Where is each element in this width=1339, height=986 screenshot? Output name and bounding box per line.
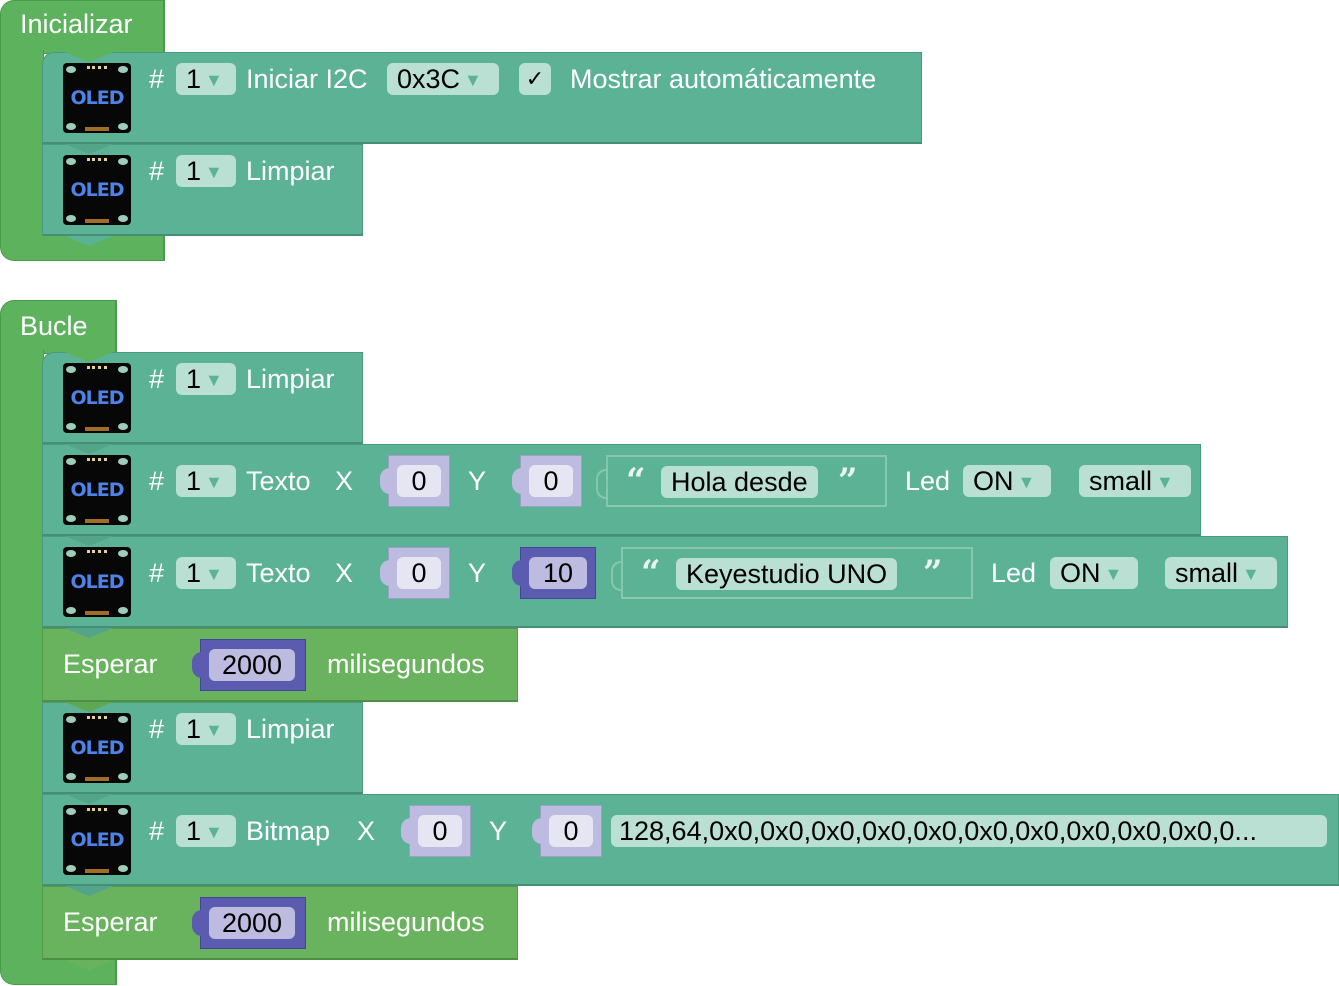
i2c-address-dropdown[interactable]: 0x3C▼ [387, 63, 499, 95]
display-index-dropdown[interactable]: 1▼ [176, 363, 236, 395]
led-dropdown[interactable]: ON▼ [963, 465, 1051, 497]
dropdown-arrow-icon: ▼ [1017, 472, 1036, 492]
hash-label: # [149, 558, 165, 588]
x-number-block[interactable]: 0 [401, 805, 471, 857]
open-quote-icon: “ [641, 553, 661, 593]
setup-title: Inicializar [20, 9, 133, 39]
hash-label: # [149, 466, 165, 496]
auto-show-label: Mostrar automáticamente [570, 64, 877, 94]
wait-block[interactable]: Esperar 2000 milisegundos [42, 628, 518, 702]
clear-label: Limpiar [246, 364, 335, 394]
font-size-dropdown[interactable]: small▼ [1079, 465, 1191, 497]
hash-label: # [149, 156, 165, 186]
y-label: Y [468, 558, 487, 588]
dropdown-arrow-icon: ▼ [205, 70, 223, 90]
y-number-block[interactable]: 0 [512, 455, 582, 507]
loop-title: Bucle [20, 311, 88, 341]
display-index-dropdown[interactable]: 1▼ [176, 815, 236, 847]
delay-number-block[interactable]: 2000 [192, 639, 306, 691]
x-number-block[interactable]: 0 [380, 455, 450, 507]
wait-label: Esperar [63, 649, 158, 679]
led-label: Led [991, 558, 1037, 588]
dropdown-arrow-icon: ▼ [205, 370, 223, 390]
hash-label: # [149, 64, 165, 94]
x-label: X [357, 816, 376, 846]
text-value-field[interactable]: Keyestudio UNO [676, 558, 898, 590]
dropdown-arrow-icon: ▼ [205, 162, 223, 182]
text-string-block[interactable]: “ Hola desde ” [596, 455, 887, 507]
text-label: Texto [246, 466, 311, 496]
led-dropdown[interactable]: ON▼ [1050, 557, 1138, 589]
display-index-dropdown[interactable]: 1▼ [176, 63, 236, 95]
dropdown-arrow-icon: ▼ [1156, 472, 1174, 492]
close-quote-icon: ” [838, 461, 858, 501]
oled-display-icon: OLED [63, 455, 131, 525]
bitmap-label: Bitmap [246, 816, 331, 846]
dropdown-arrow-icon: ▼ [205, 564, 223, 584]
unit-label: milisegundos [327, 649, 485, 679]
dropdown-arrow-icon: ▼ [1104, 564, 1123, 584]
text-label: Texto [246, 558, 311, 588]
oled-display-icon: OLED [63, 547, 131, 617]
y-label: Y [489, 816, 508, 846]
hash-label: # [149, 364, 165, 394]
oled-init-block[interactable]: OLED # 1▼ Iniciar I2C 0x3C▼ ✓ Mostrar au… [42, 52, 922, 144]
font-size-dropdown[interactable]: small▼ [1165, 557, 1277, 589]
loop-event-block[interactable]: Bucle OLED # 1▼ Limpiar OLED # 1▼ Texto … [0, 300, 1339, 986]
oled-display-icon: OLED [63, 63, 131, 133]
oled-clear-block[interactable]: OLED # 1▼ Limpiar [42, 352, 363, 444]
open-quote-icon: “ [626, 461, 646, 501]
delay-number-block[interactable]: 2000 [192, 897, 306, 949]
clear-label: Limpiar [246, 714, 335, 744]
x-number-block[interactable]: 0 [380, 547, 450, 599]
y-label: Y [468, 466, 487, 496]
setup-event-block[interactable]: Inicializar OLED # 1▼ Iniciar I2C 0x3C▼ … [0, 0, 1339, 265]
y-value-field[interactable]: 10 [529, 557, 587, 589]
hash-label: # [149, 714, 165, 744]
x-label: X [335, 466, 354, 496]
wait-block[interactable]: Esperar 2000 milisegundos [42, 886, 518, 970]
text-string-block[interactable]: “ Keyestudio UNO ” [611, 547, 973, 599]
dropdown-arrow-icon: ▼ [205, 822, 223, 842]
dropdown-arrow-icon: ▼ [464, 70, 482, 90]
delay-value-field[interactable]: 2000 [209, 907, 295, 939]
oled-clear-block[interactable]: OLED # 1▼ Limpiar [42, 702, 363, 794]
bitmap-data-field[interactable]: 128,64,0x0,0x0,0x0,0x0,0x0,0x0,0x0,0x0,0… [611, 815, 1327, 847]
oled-display-icon: OLED [63, 363, 131, 433]
led-label: Led [905, 466, 951, 496]
dropdown-arrow-icon: ▼ [1242, 564, 1260, 584]
oled-bitmap-block[interactable]: OLED # 1▼ Bitmap X 0 Y 0 128,64,0x0,0x0,… [42, 794, 1339, 886]
x-value-field[interactable]: 0 [418, 815, 462, 847]
oled-clear-block[interactable]: OLED # 1▼ Limpiar [42, 144, 363, 246]
oled-text-block[interactable]: OLED # 1▼ Texto X 0 Y 0 “ Hola desde ” L… [42, 444, 1201, 536]
oled-display-icon: OLED [63, 713, 131, 783]
oled-display-icon: OLED [63, 805, 131, 875]
unit-label: milisegundos [327, 907, 485, 937]
delay-value-field[interactable]: 2000 [209, 649, 295, 681]
hash-label: # [149, 816, 165, 846]
dropdown-arrow-icon: ▼ [205, 720, 223, 740]
clear-label: Limpiar [246, 156, 335, 186]
x-label: X [335, 558, 354, 588]
y-number-block[interactable]: 0 [532, 805, 602, 857]
display-index-dropdown[interactable]: 1▼ [176, 713, 236, 745]
dropdown-arrow-icon: ▼ [205, 472, 223, 492]
display-index-dropdown[interactable]: 1▼ [176, 465, 236, 497]
close-quote-icon: ” [923, 553, 943, 593]
text-value-field[interactable]: Hola desde [661, 466, 818, 498]
x-value-field[interactable]: 0 [397, 465, 441, 497]
oled-text-block[interactable]: OLED # 1▼ Texto X 0 Y 10 “ Keyestudio UN… [42, 536, 1288, 628]
y-value-field[interactable]: 0 [529, 465, 573, 497]
init-label: Iniciar I2C [246, 64, 368, 94]
oled-display-icon: OLED [63, 155, 131, 225]
auto-show-checkbox[interactable]: ✓ [519, 63, 551, 95]
display-index-dropdown[interactable]: 1▼ [176, 155, 236, 187]
x-value-field[interactable]: 0 [397, 557, 441, 589]
display-index-dropdown[interactable]: 1▼ [176, 557, 236, 589]
wait-label: Esperar [63, 907, 158, 937]
y-value-field[interactable]: 0 [549, 815, 593, 847]
y-number-block[interactable]: 10 [512, 547, 596, 599]
